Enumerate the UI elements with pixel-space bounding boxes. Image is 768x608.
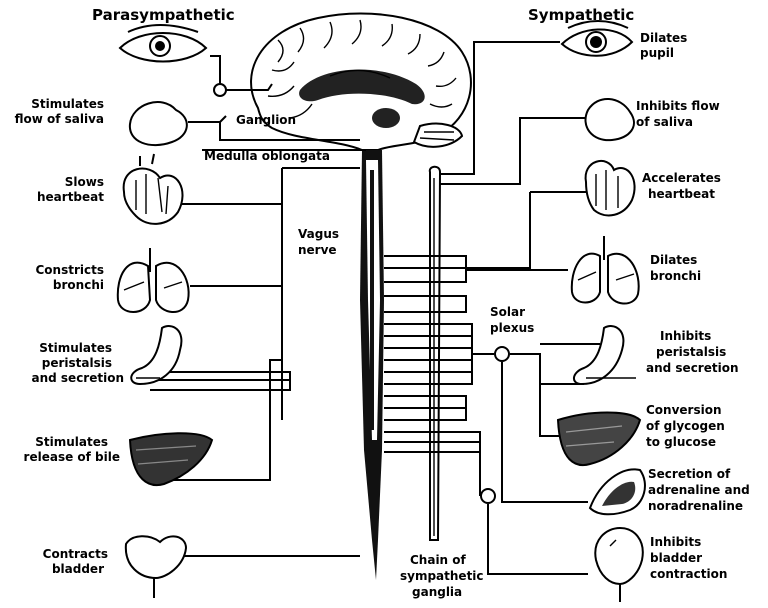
pupil-right-2: pupil: [640, 46, 674, 60]
heart-left-2: heartbeat: [37, 190, 104, 204]
bladder-right-3: contraction: [650, 567, 727, 581]
chain-label-2: sympathetic: [400, 569, 484, 583]
lungs-right: [572, 236, 639, 304]
adrenal-right-2: adrenaline and: [648, 483, 750, 497]
saliva-left-1: Stimulates: [31, 97, 104, 111]
saliva-right-1: Inhibits flow: [636, 99, 720, 113]
pupil-right-1: Dilates: [640, 31, 687, 45]
lungs-left: [118, 248, 189, 312]
heart-left: [124, 154, 183, 224]
saliva-left-2: flow of saliva: [15, 112, 104, 126]
parasympathetic-header: Parasympathetic: [92, 6, 235, 24]
liver-right: [558, 413, 640, 466]
vagus-label-1: Vagus: [298, 227, 339, 241]
heart-left-1: Slows: [65, 175, 104, 189]
right-organs: [558, 21, 645, 602]
adrenal-right-1: Secretion of: [648, 467, 731, 481]
bronchi-left-2: bronchi: [53, 278, 104, 292]
heart-right: [586, 161, 635, 215]
bronchi-left-1: Constricts: [36, 263, 105, 277]
heart-right-2: heartbeat: [648, 187, 715, 201]
bronchi-right-1: Dilates: [650, 253, 697, 267]
ganglion-label: Ganglion: [236, 113, 296, 127]
stomach-left-1: Stimulates: [39, 341, 112, 355]
bladder-left-2: bladder: [52, 562, 104, 576]
salivary-gland-left: [130, 102, 187, 145]
saliva-right-2: of saliva: [636, 115, 693, 129]
bladder-right-1: Inhibits: [650, 535, 701, 549]
bile-left-2: release of bile: [24, 450, 120, 464]
stomach-right-3: and secretion: [646, 361, 739, 375]
eye-left: [120, 25, 206, 62]
stomach-right: [574, 326, 636, 384]
medulla-label: Medulla oblongata: [204, 149, 330, 163]
vagus-label-2: nerve: [298, 243, 337, 257]
left-organs: [118, 25, 212, 598]
stomach-right-1: Inhibits: [660, 329, 711, 343]
stomach-right-2: peristalsis: [656, 345, 726, 359]
bladder-left-1: Contracts: [43, 547, 108, 561]
eye-right: [562, 21, 632, 56]
sympathetic-header: Sympathetic: [528, 6, 634, 24]
brain-illustration: [251, 13, 471, 150]
spinal-cord: [360, 150, 384, 580]
solar-label-1: Solar: [490, 305, 525, 319]
heart-right-1: Accelerates: [642, 171, 721, 185]
chain-label-1: Chain of: [410, 553, 467, 567]
chain-label-3: ganglia: [412, 585, 462, 599]
bronchi-right-2: bronchi: [650, 269, 701, 283]
liver-left: [130, 433, 212, 485]
glycogen-right-1: Conversion: [646, 403, 722, 417]
bile-left-1: Stimulates: [35, 435, 108, 449]
adrenal-right-3: noradrenaline: [648, 499, 743, 513]
bladder-right: [595, 528, 642, 602]
adrenal-gland: [590, 469, 645, 514]
glycogen-right-3: to glucose: [646, 435, 716, 449]
glycogen-right-2: of glycogen: [646, 419, 725, 433]
bladder-left: [126, 536, 186, 598]
solar-label-2: plexus: [490, 321, 534, 335]
salivary-gland-right: [585, 99, 633, 140]
right-labels: Dilates pupil Inhibits flow of saliva Ac…: [636, 31, 750, 581]
stomach-left-2: peristalsis: [42, 356, 112, 370]
stomach-left: [131, 326, 181, 384]
bladder-right-2: bladder: [650, 551, 702, 565]
left-labels: Stimulates flow of saliva Slows heartbea…: [15, 97, 124, 576]
sympathetic-chain: [430, 167, 440, 540]
stomach-left-3: and secretion: [32, 371, 125, 385]
